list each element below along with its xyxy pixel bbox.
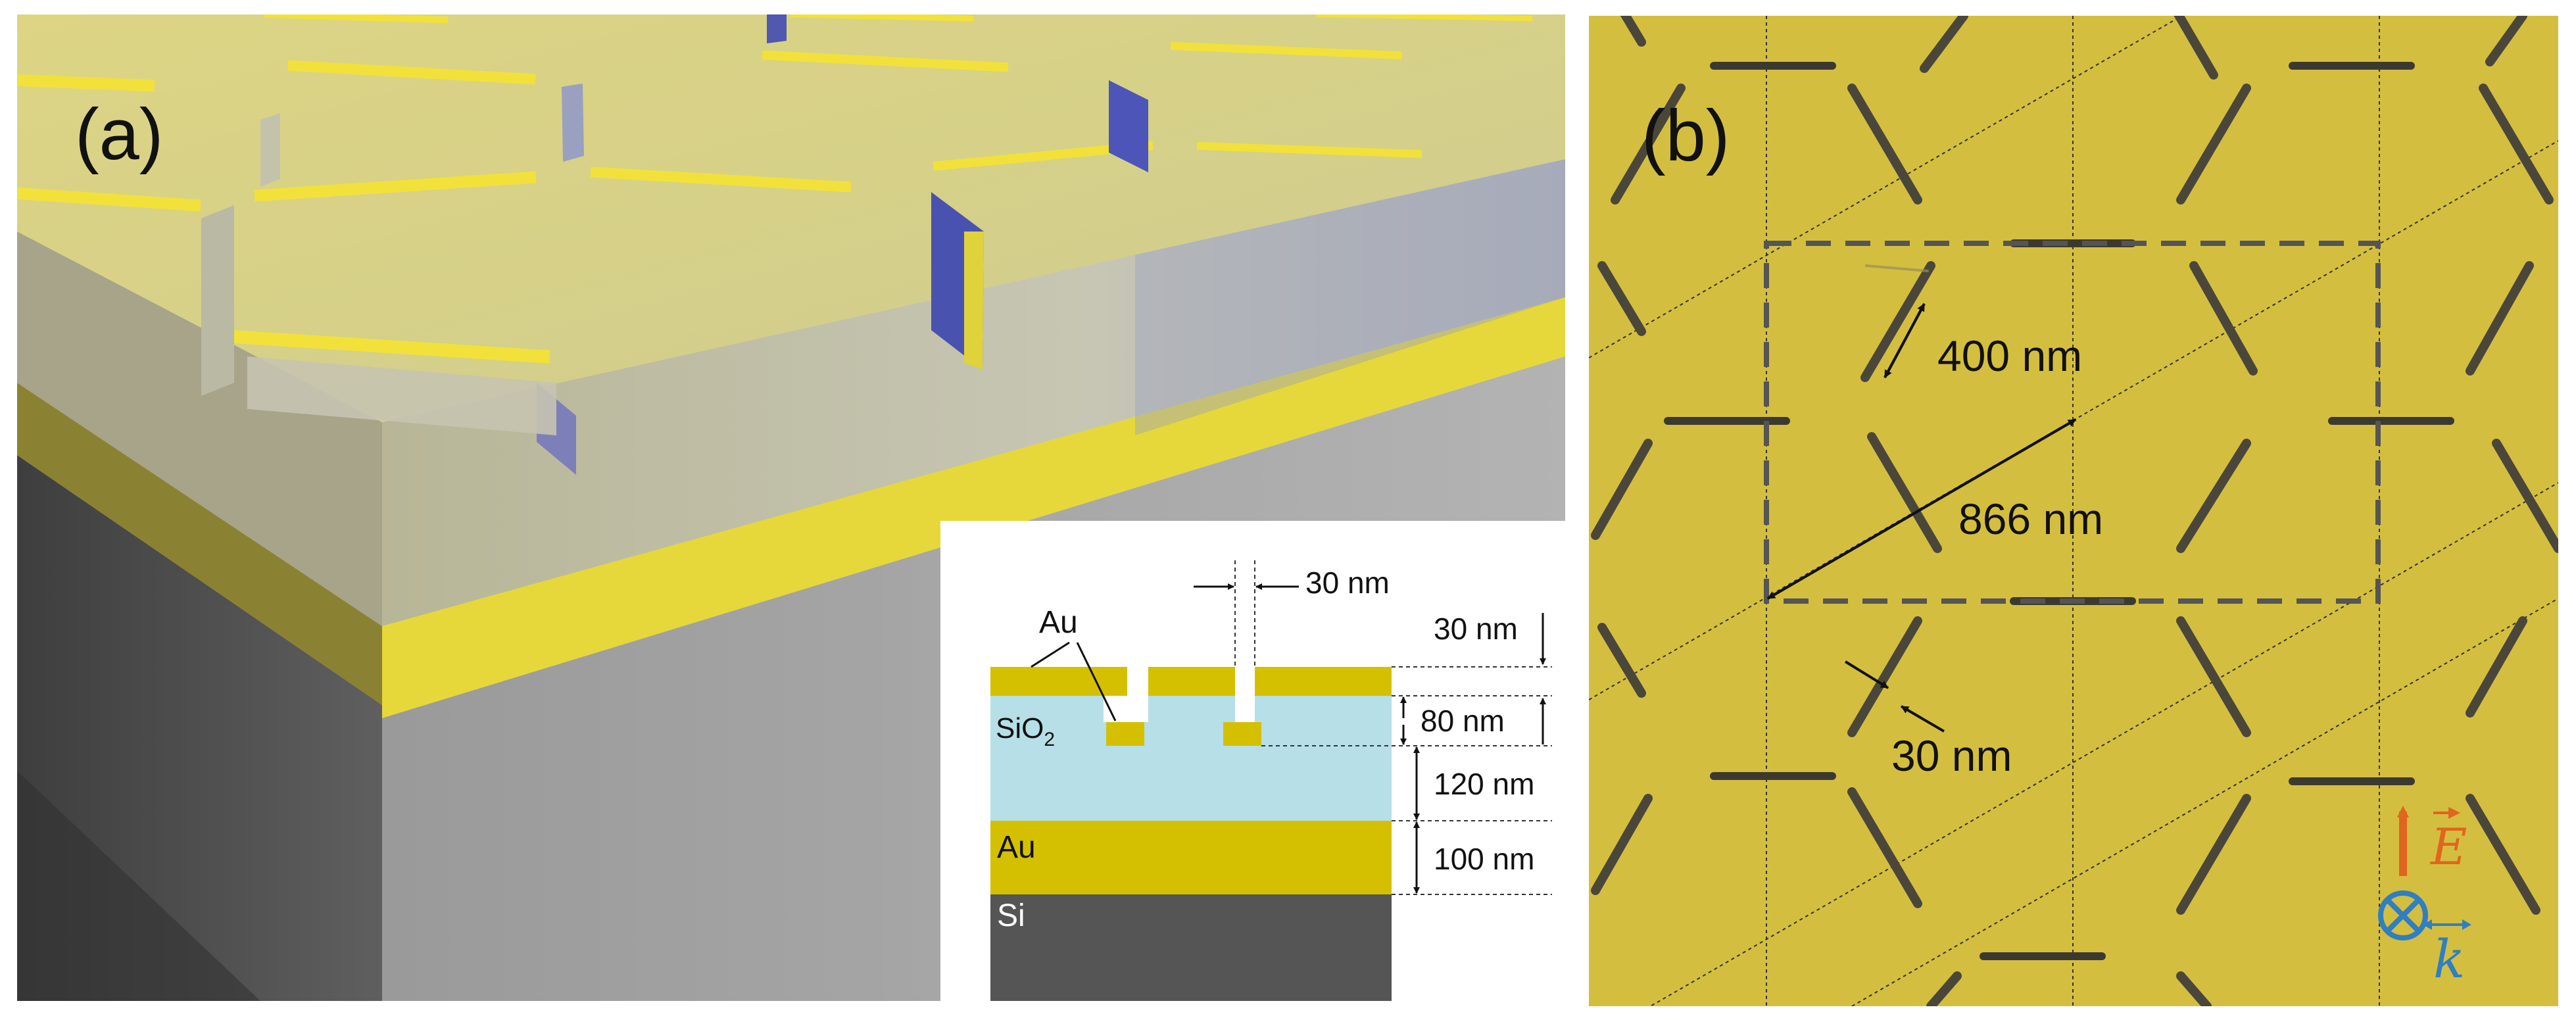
dim-top-film: 30 nm <box>1434 612 1518 646</box>
slot-walls-3d <box>201 14 1148 475</box>
slot-groove-2 <box>1235 667 1255 722</box>
panel-b-top-view: 400 nm 866 nm 30 nm E k (b) <box>1589 16 2558 1006</box>
label-au-top: Au <box>1039 605 1078 640</box>
dim-slot-gap: 30 nm <box>1305 566 1390 600</box>
au-top-film-left <box>990 667 1127 696</box>
slot-groove-1 <box>1104 696 1148 722</box>
oxide-front-face <box>382 159 1565 626</box>
k-vector-symbol: k <box>2433 929 2465 990</box>
panel-b-label: (b) <box>1641 95 1730 176</box>
dim-period: 866 nm <box>1958 495 2103 543</box>
cross-section-inset: Au SiO2 Au Si 30 nm 30 nm 8 <box>940 521 1565 1001</box>
panel-a-label: (a) <box>75 94 163 175</box>
label-sio2: SiO2 <box>996 712 1055 750</box>
slot-array-3d <box>17 14 1533 364</box>
slot-bottom-au-1 <box>1106 722 1144 746</box>
e-field-symbol: E <box>2429 817 2467 876</box>
dim-120: 120 nm <box>1434 767 1534 801</box>
gold-layer-front <box>382 297 1565 718</box>
slot-bottom-au-2 <box>1223 722 1261 746</box>
unit-cell-outline <box>1764 241 2381 604</box>
au-back-layer <box>990 821 1392 894</box>
panel-a: (a) Au <box>17 14 1565 1001</box>
label-au-bottom: Au <box>997 830 1036 865</box>
si-layer <box>990 894 1392 1001</box>
au-top-film-right <box>1255 667 1392 696</box>
cross-section-diagram: Au SiO2 Au Si 30 nm 30 nm 8 <box>990 560 1552 1001</box>
sio2-layer <box>990 696 1392 821</box>
panel-b: 400 nm 866 nm 30 nm E k (b) <box>1589 16 2558 1006</box>
gold-layer-side <box>17 383 382 705</box>
dim-100: 100 nm <box>1434 842 1534 876</box>
dim-80: 80 nm <box>1421 704 1505 738</box>
au-top-film-mid <box>1148 667 1235 696</box>
label-si: Si <box>997 898 1025 933</box>
k-vector-into-page-icon <box>2378 890 2428 940</box>
oxide-side-face <box>17 231 382 626</box>
dim-slot-length: 400 nm <box>1937 331 2082 380</box>
top-gold-film <box>17 14 1565 422</box>
dim-slot-width: 30 nm <box>1891 731 2012 780</box>
